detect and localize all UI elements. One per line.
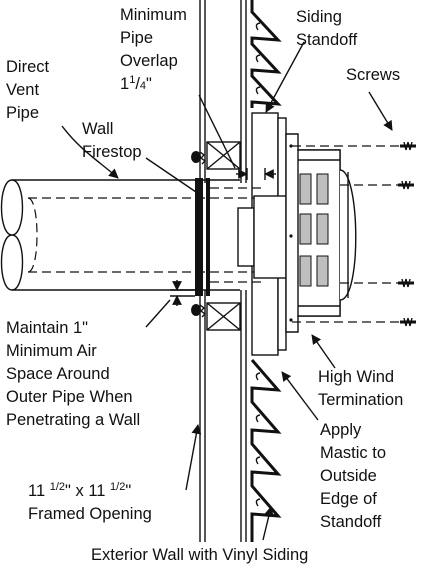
- svg-text:Wall: Wall: [82, 120, 113, 138]
- svg-text:11 1/2" x 11 1/2": 11 1/2" x 11 1/2": [28, 481, 131, 500]
- firestop-screw-top: [191, 151, 207, 165]
- high-wind-termination: [285, 133, 357, 333]
- firestop-screw-bottom: [191, 304, 207, 318]
- framing-block-top: [206, 141, 241, 170]
- label-exterior-wall: Exterior Wall with Vinyl Siding: [91, 546, 308, 564]
- vinyl-siding-upper: [250, 0, 282, 108]
- termination-screws: [292, 141, 416, 327]
- air-space-dimension: [170, 280, 195, 306]
- svg-text:Pipe: Pipe: [120, 29, 153, 47]
- label-screws: Screws: [346, 66, 400, 84]
- label-siding-standoff: Siding Standoff: [296, 8, 358, 49]
- label-high-wind-termination: High Wind Termination: [318, 368, 403, 409]
- label-min-pipe-overlap: Minimum Pipe Overlap 11/4": [120, 6, 187, 93]
- svg-text:Termination: Termination: [318, 391, 403, 409]
- svg-text:Mastic to: Mastic to: [320, 444, 386, 462]
- svg-text:Edge of: Edge of: [320, 490, 377, 508]
- termination-collar: [237, 195, 287, 279]
- svg-text:Apply: Apply: [320, 421, 362, 439]
- svg-text:Penetrating a Wall: Penetrating a Wall: [6, 411, 140, 429]
- label-framed-opening: 11 1/2" x 11 1/2" Framed Opening: [28, 481, 152, 523]
- overlap-dimension: [236, 168, 276, 180]
- wall-firestop-plate: [195, 178, 210, 296]
- exterior-wall-studs: [240, 0, 247, 542]
- label-wall-firestop: Wall Firestop: [82, 120, 142, 161]
- svg-text:High Wind: High Wind: [318, 368, 394, 386]
- label-direct-vent-pipe: Direct Vent Pipe: [6, 58, 50, 122]
- svg-text:Outside: Outside: [320, 467, 377, 485]
- label-apply-mastic: Apply Mastic to Outside Edge of Standoff: [320, 421, 386, 531]
- svg-text:Maintain 1": Maintain 1": [6, 319, 88, 337]
- svg-text:Firestop: Firestop: [82, 143, 142, 161]
- svg-text:Direct: Direct: [6, 58, 50, 76]
- direct-vent-pipe: [0, 179, 265, 291]
- svg-text:Pipe: Pipe: [6, 104, 39, 122]
- svg-text:Framed Opening: Framed Opening: [28, 505, 152, 523]
- svg-text:Minimum Air: Minimum Air: [6, 342, 97, 360]
- leader-lines: [61, 41, 393, 541]
- svg-text:Overlap: Overlap: [120, 52, 178, 70]
- svg-text:Minimum: Minimum: [120, 6, 187, 24]
- vinyl-siding-lower: [250, 359, 282, 542]
- framing-block-bottom: [206, 302, 241, 331]
- svg-text:Space Around: Space Around: [6, 365, 110, 383]
- label-maintain-air-space: Maintain 1" Minimum Air Space Around Out…: [6, 319, 140, 429]
- svg-text:Standoff: Standoff: [320, 513, 382, 531]
- svg-text:Siding: Siding: [296, 8, 342, 26]
- svg-text:Outer Pipe When: Outer Pipe When: [6, 388, 133, 406]
- svg-text:Standoff: Standoff: [296, 31, 358, 49]
- svg-text:Vent: Vent: [6, 81, 39, 99]
- svg-text:11/4": 11/4": [120, 74, 152, 93]
